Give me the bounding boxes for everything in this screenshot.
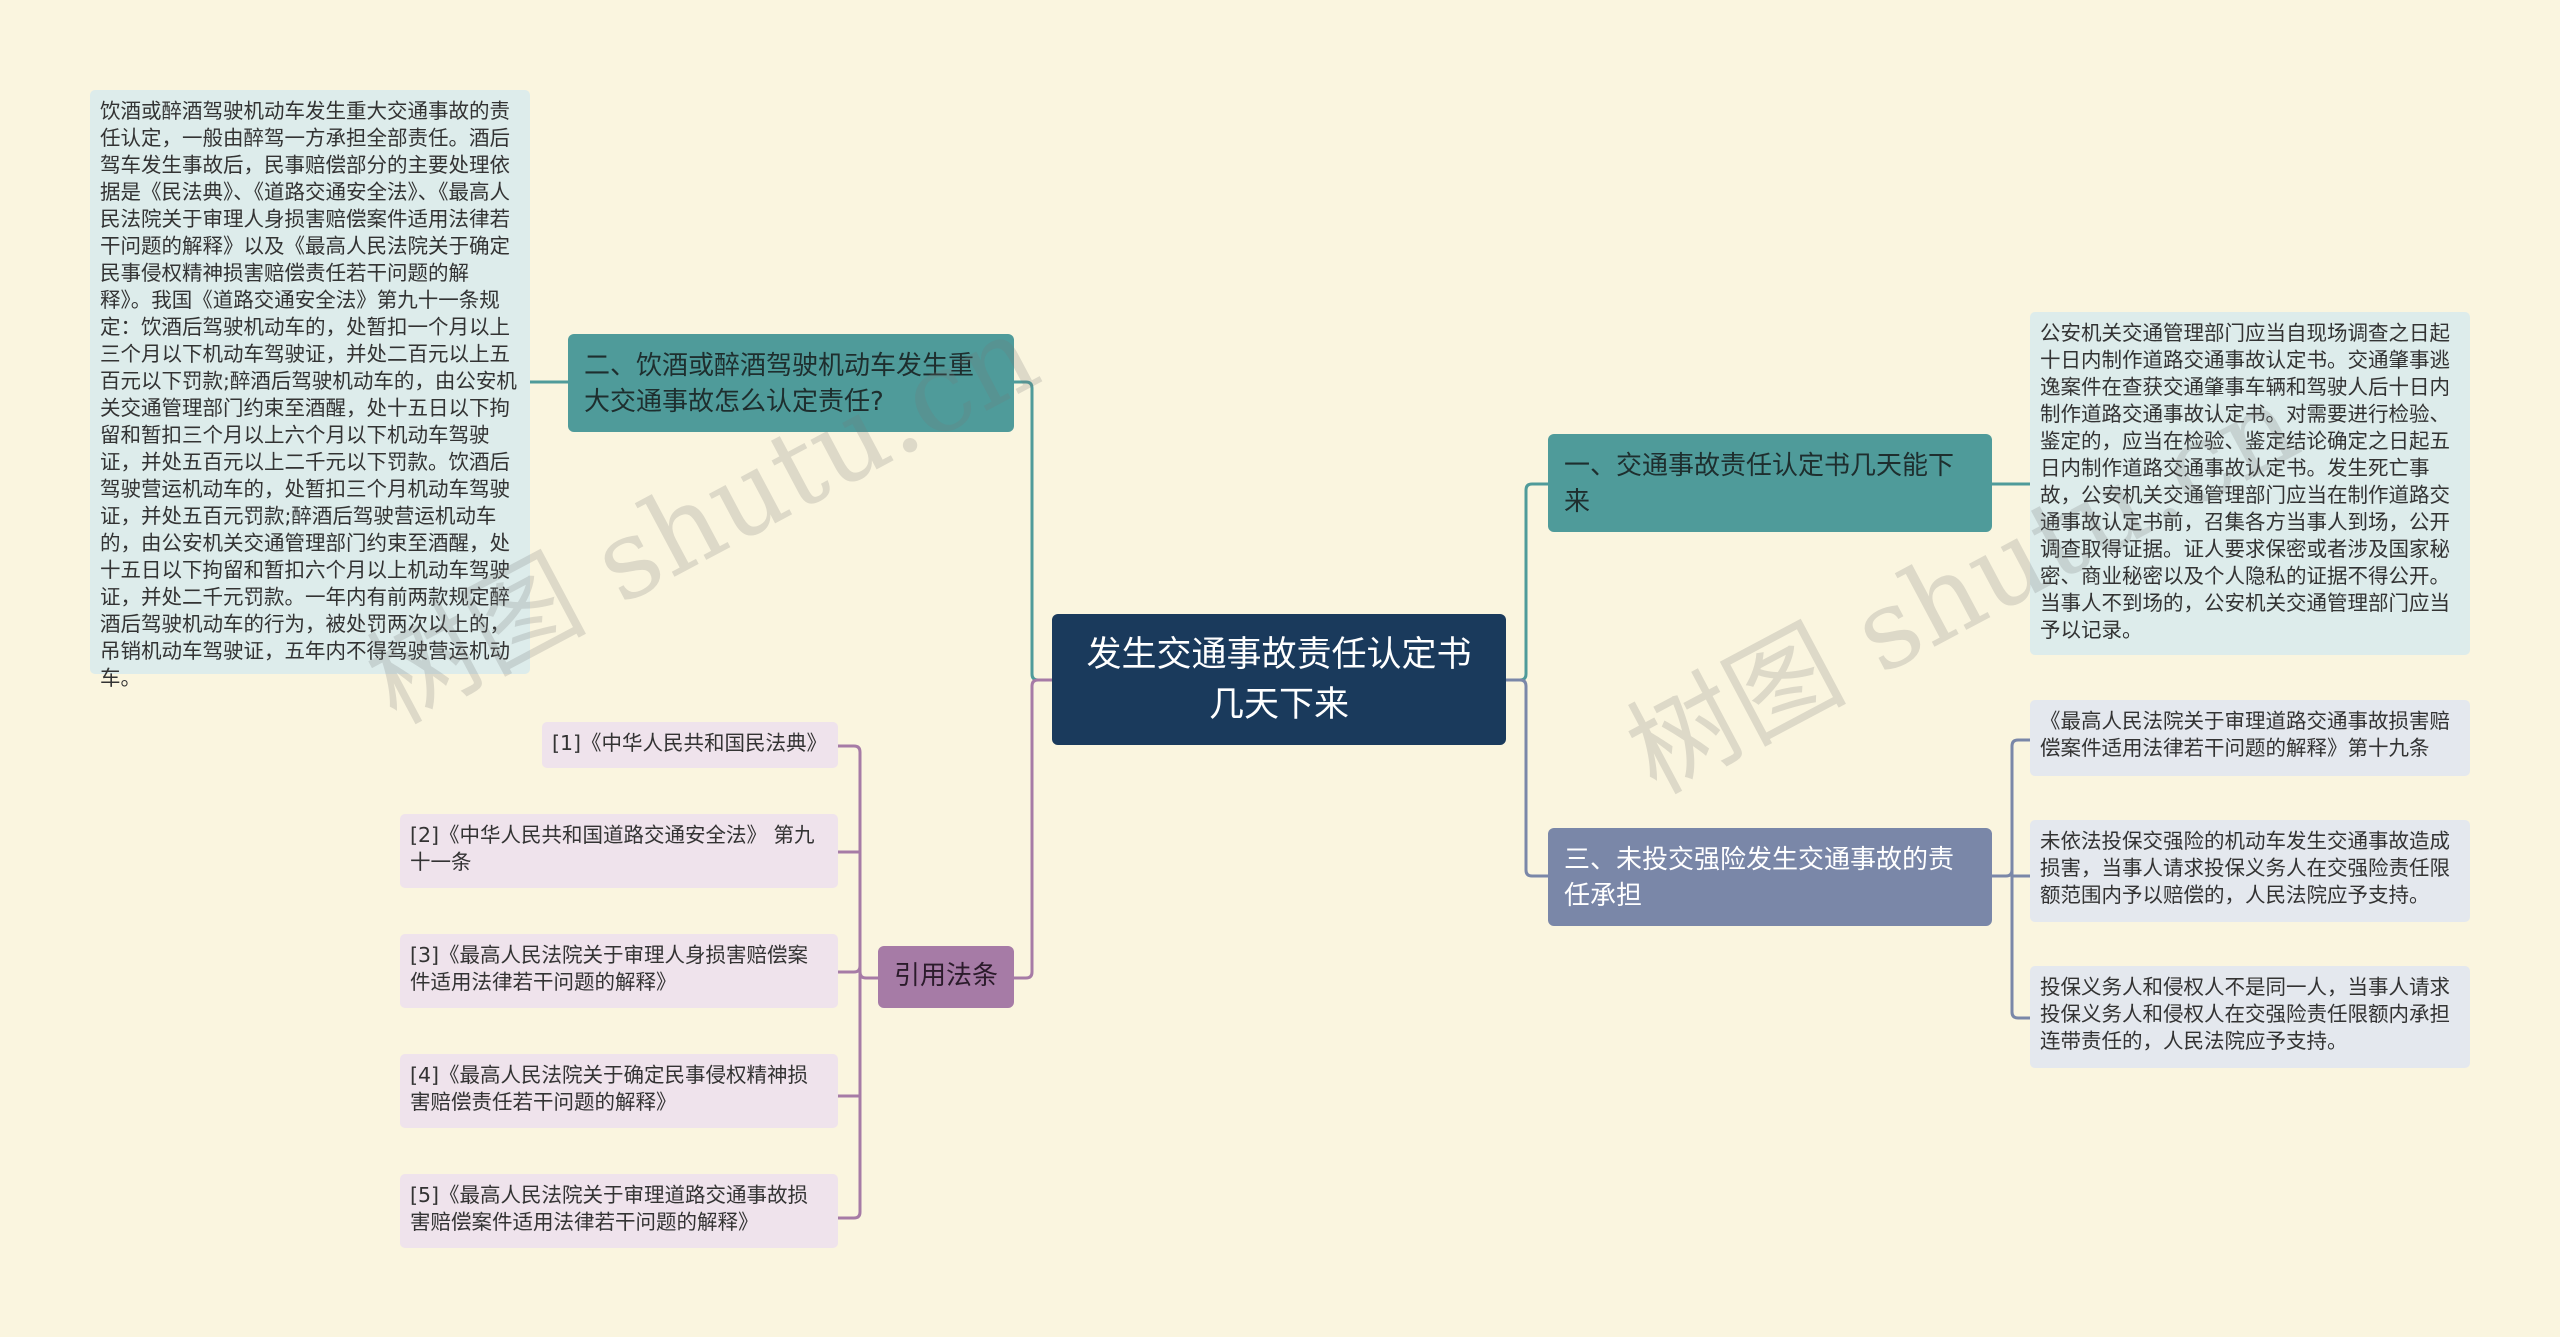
root-topic[interactable]: 发生交通事故责任认定书几天下来 xyxy=(1052,614,1506,745)
branch-label: 一、交通事故责任认定书几天能下来 xyxy=(1564,451,1955,517)
root-topic-label: 发生交通事故责任认定书几天下来 xyxy=(1086,634,1472,725)
leaf-text: 《最高人民法院关于审理道路交通事故损害赔偿案件适用法律若干问题的解释》第十九条 xyxy=(2040,709,2450,760)
leaf-text: 公安机关交通管理部门应当自现场调查之日起十日内制作道路交通事故认定书。交通肇事逃… xyxy=(2040,321,2450,642)
branch-label: 三、未投交强险发生交通事故的责任承担 xyxy=(1564,845,1955,911)
connector-root-b1 xyxy=(1506,482,1548,682)
leaf-timing-detail[interactable]: 公安机关交通管理部门应当自现场调查之日起十日内制作道路交通事故认定书。交通肇事逃… xyxy=(2030,312,2470,655)
branch-responsibility-timing[interactable]: 一、交通事故责任认定书几天能下来 xyxy=(1548,434,1992,532)
branch-label: 引用法条 xyxy=(893,961,998,991)
leaf-citation-2[interactable]: [2]《中华人民共和国道路交通安全法》 第九十一条 xyxy=(400,814,838,888)
branch-cited-laws[interactable]: 引用法条 xyxy=(878,946,1014,1008)
leaf-text: [1]《中华人民共和国民法典》 xyxy=(552,731,828,755)
leaf-citation-1[interactable]: [1]《中华人民共和国民法典》 xyxy=(542,722,838,768)
leaf-text: [3]《最高人民法院关于审理人身损害赔偿案件适用法律若干问题的解释》 xyxy=(410,943,809,994)
leaf-text: [4]《最高人民法院关于确定民事侵权精神损害赔偿责任若干问题的解释》 xyxy=(410,1063,809,1114)
connector-root-b4 xyxy=(1014,678,1052,980)
connector-b4-leaves xyxy=(838,744,878,1220)
connector-b3-leaves xyxy=(1992,738,2030,1020)
leaf-citation-5[interactable]: [5]《最高人民法院关于审理道路交通事故损害赔偿案件适用法律若干问题的解释》 xyxy=(400,1174,838,1248)
leaf-citation-3[interactable]: [3]《最高人民法院关于审理人身损害赔偿案件适用法律若干问题的解释》 xyxy=(400,934,838,1008)
branch-no-insurance[interactable]: 三、未投交强险发生交通事故的责任承担 xyxy=(1548,828,1992,926)
leaf-joint-liability[interactable]: 投保义务人和侵权人不是同一人，当事人请求投保义务人和侵权人在交强险责任限额内承担… xyxy=(2030,966,2470,1068)
leaf-citation-4[interactable]: [4]《最高人民法院关于确定民事侵权精神损害赔偿责任若干问题的解释》 xyxy=(400,1054,838,1128)
leaf-insurance-compensation[interactable]: 未依法投保交强险的机动车发生交通事故造成损害，当事人请求投保义务人在交强险责任限… xyxy=(2030,820,2470,922)
leaf-text: 饮酒或醉酒驾驶机动车发生重大交通事故的责任认定，一般由醉驾一方承担全部责任。酒后… xyxy=(100,99,517,690)
branch-label: 二、饮酒或醉酒驾驶机动车发生重大交通事故怎么认定责任? xyxy=(584,351,975,417)
leaf-text: [2]《中华人民共和国道路交通安全法》 第九十一条 xyxy=(410,823,815,874)
leaf-text: 未依法投保交强险的机动车发生交通事故造成损害，当事人请求投保义务人在交强险责任限… xyxy=(2040,829,2450,907)
connector-root-b2 xyxy=(1014,380,1052,682)
connector-root-b3 xyxy=(1506,678,1548,878)
leaf-interpretation-article-19[interactable]: 《最高人民法院关于审理道路交通事故损害赔偿案件适用法律若干问题的解释》第十九条 xyxy=(2030,700,2470,776)
leaf-text: 投保义务人和侵权人不是同一人，当事人请求投保义务人和侵权人在交强险责任限额内承担… xyxy=(2040,975,2450,1053)
leaf-text: [5]《最高人民法院关于审理道路交通事故损害赔偿案件适用法律若干问题的解释》 xyxy=(410,1183,809,1234)
leaf-drunk-driving-detail[interactable]: 饮酒或醉酒驾驶机动车发生重大交通事故的责任认定，一般由醉驾一方承担全部责任。酒后… xyxy=(90,90,530,690)
branch-drunk-driving[interactable]: 二、饮酒或醉酒驾驶机动车发生重大交通事故怎么认定责任? xyxy=(568,334,1014,432)
